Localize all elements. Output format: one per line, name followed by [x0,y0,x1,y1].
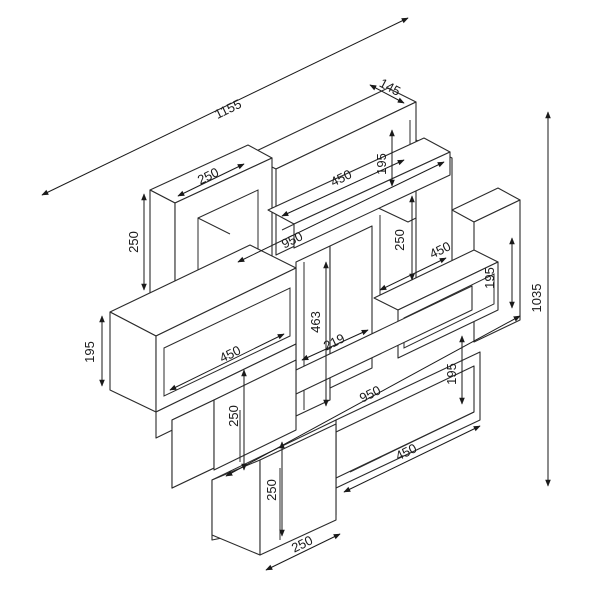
label-lower-left-height: 250 [226,405,241,427]
label-right-upper-height: 250 [392,229,407,251]
label-overall-height: 1035 [529,284,544,313]
label-top-shelf-height: 195 [374,153,389,175]
label-center-post-height: 463 [308,311,323,333]
label-right-box-height: 195 [482,267,497,289]
label-bottom-box-height: 250 [264,479,279,501]
dimension-lines [41,17,551,571]
label-top-box-height: 250 [126,231,141,253]
label-left-shelf-height: 195 [82,341,97,363]
dimension-labels: 1155 1035 145 250 250 450 195 950 250 45… [82,75,544,555]
label-lower-right-height: 195 [444,363,459,385]
label-overall-width: 1155 [212,96,244,122]
